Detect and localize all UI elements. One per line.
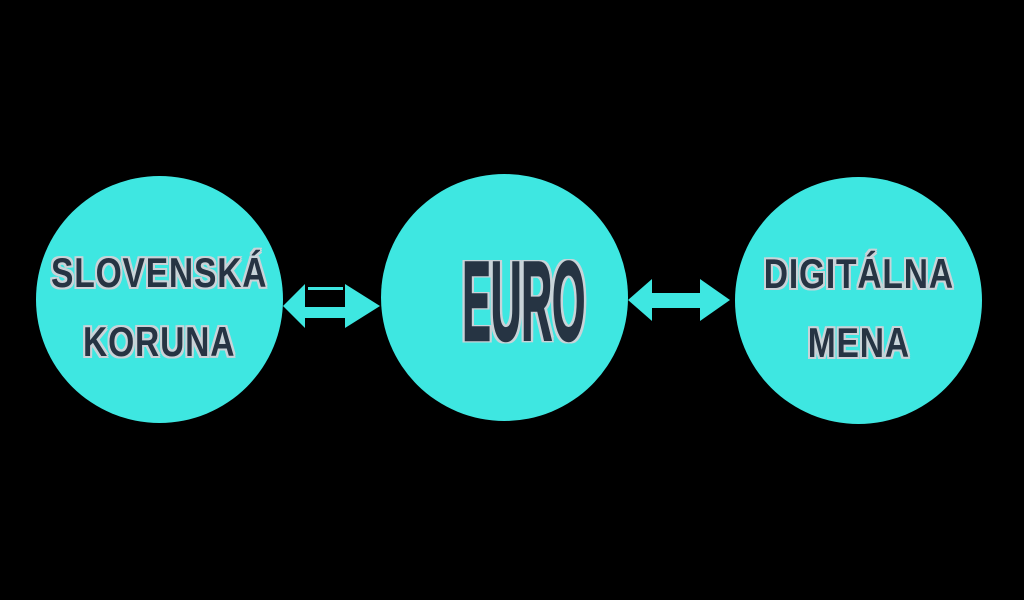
node-label-line: MENA [807, 319, 910, 366]
arrow-thin-top-line [308, 287, 343, 290]
node-slovenska-koruna: SLOVENSKÁ KORUNA [36, 176, 283, 423]
arrowhead-right [700, 279, 730, 321]
node-digitalna-mena: DIGITÁLNA MENA [735, 177, 982, 424]
double-headed-arrow-icon [628, 279, 730, 321]
arrow-shaft [650, 293, 702, 308]
arrow-shaft [303, 307, 345, 318]
arrowhead-left [283, 284, 305, 328]
node-label-line: KORUNA [83, 318, 236, 365]
node-label-line: EURO [462, 239, 586, 364]
arrowhead-right [345, 284, 380, 328]
node-label-line: DIGITÁLNA [763, 250, 954, 297]
double-headed-arrow-icon [283, 284, 380, 328]
arrowhead-left [628, 279, 652, 321]
node-euro: EURO [381, 174, 628, 421]
node-label-line: SLOVENSKÁ [51, 249, 268, 296]
